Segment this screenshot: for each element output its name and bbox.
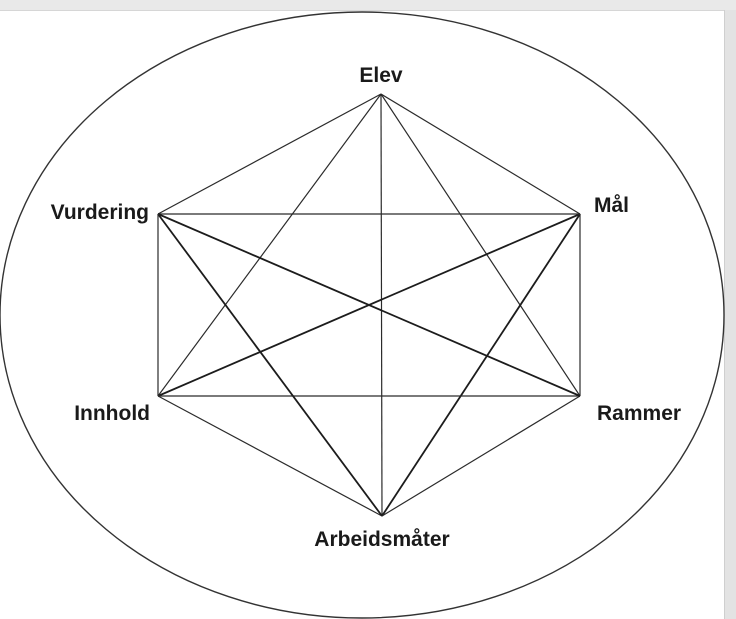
edge-elev-arbeidsmater xyxy=(380,93,383,517)
node-label-innhold: Innhold xyxy=(74,402,150,425)
edge-mal-arbeidsmater xyxy=(381,213,581,517)
edge-elev-innhold xyxy=(157,93,382,397)
edge-rammer-vurdering xyxy=(157,213,581,397)
node-label-elev: Elev xyxy=(359,64,403,87)
node-label-vurdering: Vurdering xyxy=(51,201,149,224)
node-label-mal: Mål xyxy=(594,194,629,217)
edge-elev-vurdering xyxy=(157,93,382,215)
edge-elev-rammer xyxy=(380,93,581,397)
edge-elev-mal xyxy=(380,93,581,215)
node-label-rammer: Rammer xyxy=(597,402,681,425)
edge-arbeidsmater-innhold xyxy=(157,395,383,517)
outer-ellipse xyxy=(0,11,725,619)
node-group: Elev Mål Rammer Arbeidsmåter Innhold Vur… xyxy=(51,64,681,551)
window-top-edge xyxy=(0,0,736,11)
node-label-arbeidsmater: Arbeidsmåter xyxy=(314,528,449,551)
edge-rammer-arbeidsmater xyxy=(381,395,581,517)
edge-arbeidsmater-vurdering xyxy=(157,213,383,517)
edge-group xyxy=(157,93,581,517)
